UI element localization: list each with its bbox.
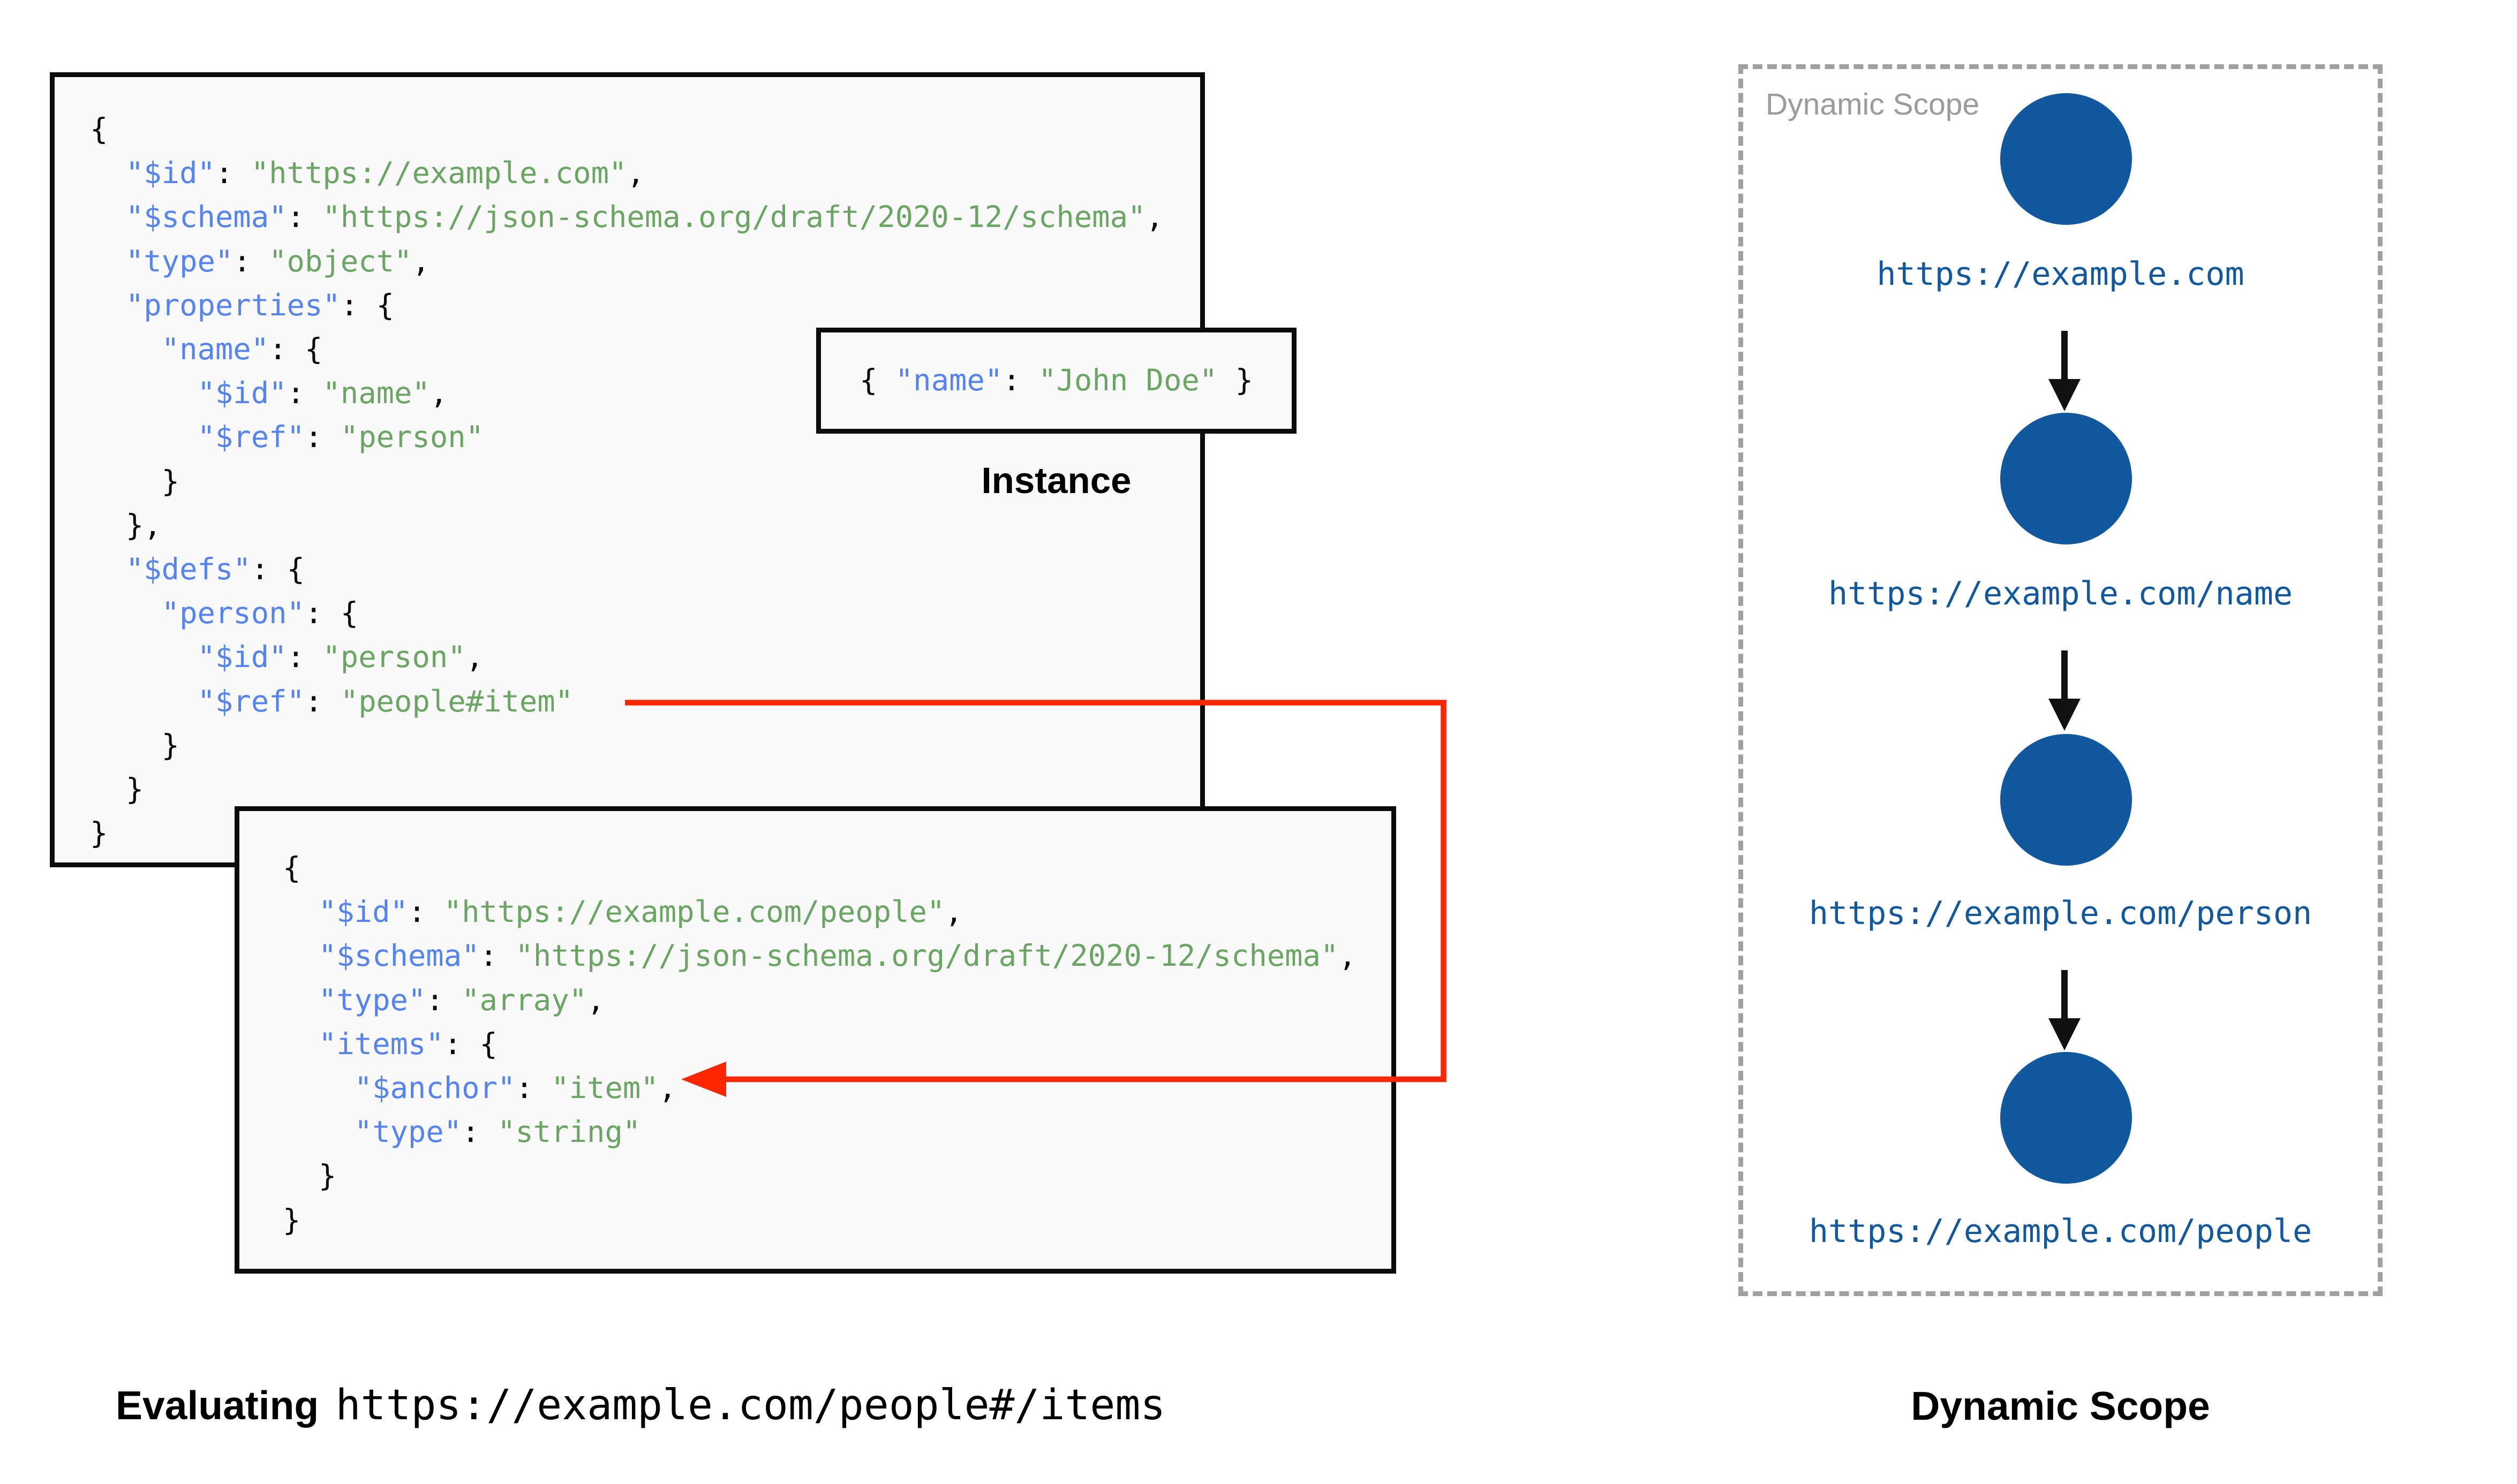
scope-node-name — [2000, 413, 2132, 544]
scope-node-label: https://example.com — [1877, 255, 2244, 293]
dynamic-scope-panel-title: Dynamic Scope — [1766, 87, 1980, 122]
dynamic-scope-caption: Dynamic Scope — [1911, 1383, 2210, 1428]
scope-node-label: https://example.com/name — [1828, 575, 2293, 612]
evaluating-caption-prefix: Evaluating — [116, 1383, 319, 1428]
evaluating-caption: Evaluating https://example.com/people#/i… — [116, 1381, 1165, 1429]
people-schema-code-block: { "$id": "https://example.com/people", "… — [235, 806, 1396, 1274]
scope-node-label: https://example.com/person — [1808, 895, 2312, 932]
scope-node-example-com — [2000, 93, 2132, 225]
scope-node-label: https://example.com/people — [1808, 1213, 2312, 1250]
instance-box: { "name": "John Doe" } — [816, 328, 1297, 434]
instance-label: Instance — [981, 460, 1132, 501]
instance-code: { "name": "John Doe" } — [859, 362, 1254, 398]
dynamic-scope-panel: Dynamic Scope https://example.com https:… — [1738, 64, 2383, 1296]
evaluating-caption-uri: https://example.com/people#/items — [335, 1381, 1166, 1429]
scope-node-people — [2000, 1052, 2132, 1184]
scope-node-person — [2000, 734, 2132, 866]
